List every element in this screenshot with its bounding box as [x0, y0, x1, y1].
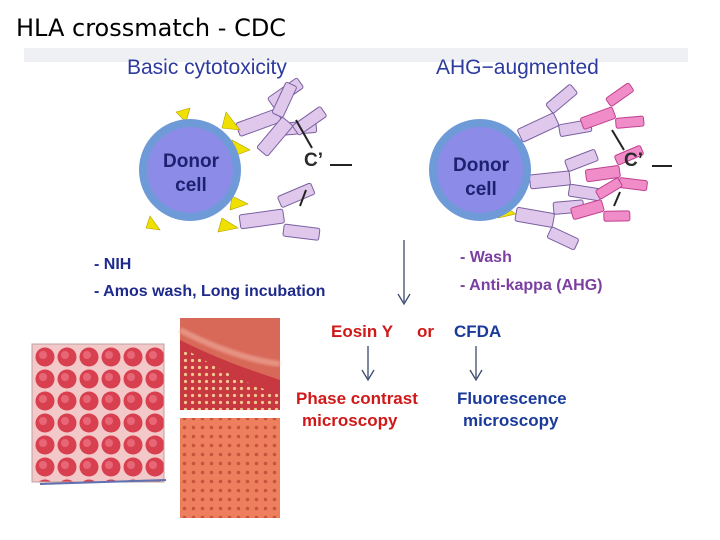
ahg-antibodies [514, 84, 602, 251]
eosin-micrograph [178, 318, 281, 410]
stain-connector: or [417, 322, 434, 341]
well-plate-photo [31, 343, 167, 485]
ahg-panel-title: AHG−augmented [436, 56, 599, 79]
readout-fluorescence: Fluorescence microscopy [457, 389, 567, 430]
ahg-secondary-antibodies [570, 82, 648, 222]
basic-cell-label: Donor cell [163, 151, 219, 196]
basic-antigens [145, 107, 251, 233]
slide-title: HLA crossmatch - CDC [16, 14, 287, 42]
ahg-cell-label: Donor cell [453, 155, 509, 200]
stain-eosin: Eosin Y [331, 322, 394, 341]
readout-phase-contrast: Phase contrast microscopy [296, 389, 418, 430]
basic-complement-label: C’ [304, 150, 323, 171]
header-band [24, 48, 688, 62]
ahg-note-2: - Anti-kappa (AHG) [460, 277, 603, 294]
ahg-cell-body [437, 127, 523, 213]
basic-antibodies [235, 77, 327, 241]
ahg-complement-label: C’ [624, 150, 643, 171]
basic-complement-line [295, 119, 313, 149]
basic-cell-body [147, 127, 233, 213]
stain-cfda: CFDA [454, 322, 502, 341]
basic-panel-title: Basic cytotoxicity [127, 56, 287, 79]
basic-note-2: - Amos wash, Long incubation [94, 283, 326, 300]
ahg-panel-graphic [429, 82, 672, 251]
basic-note-1: - NIH [94, 256, 132, 273]
ahg-note-1: - Wash [460, 249, 512, 266]
basic-panel-graphic [139, 77, 352, 241]
cell-micrograph [180, 418, 280, 518]
flow-arrows [361, 240, 483, 382]
